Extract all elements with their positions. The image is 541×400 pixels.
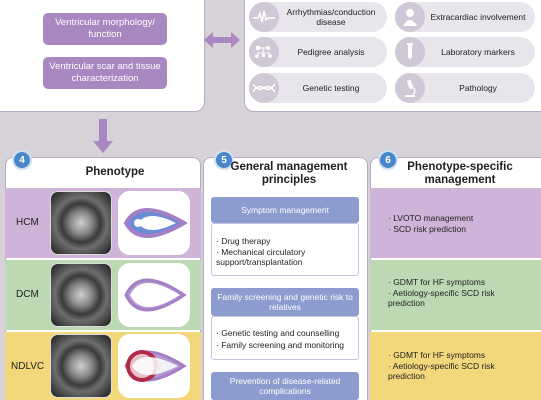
ecg-icon	[249, 2, 279, 32]
microscope-icon	[395, 73, 425, 103]
dna-icon	[249, 73, 279, 103]
prevention-header: Prevention of disease-related complicati…	[211, 372, 359, 400]
hcm-item-scd: · SCD risk prediction	[388, 224, 466, 234]
symptom-management-box	[211, 223, 359, 276]
step-badge-4: 4	[12, 150, 32, 170]
symptom-management-header: Symptom management	[211, 197, 359, 223]
ndlvc-item-scd: · Aetiology-specific SCD risk prediction	[388, 361, 495, 381]
dcm-label: DCM	[16, 289, 39, 300]
ndlvc-management-band	[370, 332, 541, 400]
person-icon	[395, 2, 425, 32]
imaging-panel: Ventricular morphology/ function Ventric…	[0, 0, 205, 112]
feature-extracardiac: Extracardiac involvement	[395, 2, 535, 32]
family-screening-box	[211, 316, 359, 360]
symptom-item-mcs: · Mechanical circulatory support/transpl…	[216, 247, 306, 267]
general-management-column	[203, 157, 368, 400]
phenotype-title: Phenotype	[85, 166, 145, 178]
features-panel: Arrhythmias/conduction disease Extracard…	[244, 0, 541, 112]
feature-laboratory: Laboratory markers	[395, 37, 535, 67]
symptom-item-drug: · Drug therapy	[216, 236, 271, 246]
step-badge-5: 5	[214, 150, 234, 170]
cmr-image-hcm	[50, 191, 112, 255]
ndlvc-item-gdmt: · GDMT for HF symptoms	[388, 350, 486, 360]
hcm-label: HCM	[16, 217, 39, 228]
ventricle-diagram-ndlvc	[118, 334, 190, 398]
ndlvc-label: NDLVC	[11, 361, 45, 372]
feature-pedigree: Pedigree analysis	[249, 37, 387, 67]
hcm-item-lvoto: · LVOTO management	[388, 213, 474, 223]
family-item-monitoring: · Family screening and monitoring	[216, 340, 345, 350]
pedigree-icon	[249, 37, 279, 67]
scar-box: Ventricular scar and tissue characteriza…	[43, 57, 167, 89]
ventricle-diagram-dcm	[118, 263, 190, 327]
general-title: General management principles	[230, 161, 348, 186]
cmr-image-ndlvc	[50, 334, 112, 398]
specific-title: Phenotype-specific management	[407, 161, 513, 186]
dcm-item-scd: · Aetiology-specific SCD risk prediction	[388, 288, 495, 308]
feature-arrhythmias: Arrhythmias/conduction disease	[249, 2, 387, 32]
cmr-image-dcm	[50, 263, 112, 327]
morphology-box: Ventricular morphology/ function	[43, 13, 167, 45]
dcm-management-band	[370, 260, 541, 330]
feature-pathology: Pathology	[395, 73, 535, 103]
down-arrow-icon	[93, 119, 113, 153]
feature-genetic: Genetic testing	[249, 73, 387, 103]
ventricle-diagram-hcm	[118, 191, 190, 255]
step-badge-6: 6	[378, 150, 398, 170]
family-item-genetic: · Genetic testing and counselling	[216, 328, 340, 338]
hcm-management-band	[370, 188, 541, 258]
test-tube-icon	[395, 37, 425, 67]
double-arrow-icon	[204, 32, 240, 48]
dcm-item-gdmt: · GDMT for HF symptoms	[388, 277, 486, 287]
family-screening-header: Family screening and genetic risk to rel…	[211, 288, 359, 316]
